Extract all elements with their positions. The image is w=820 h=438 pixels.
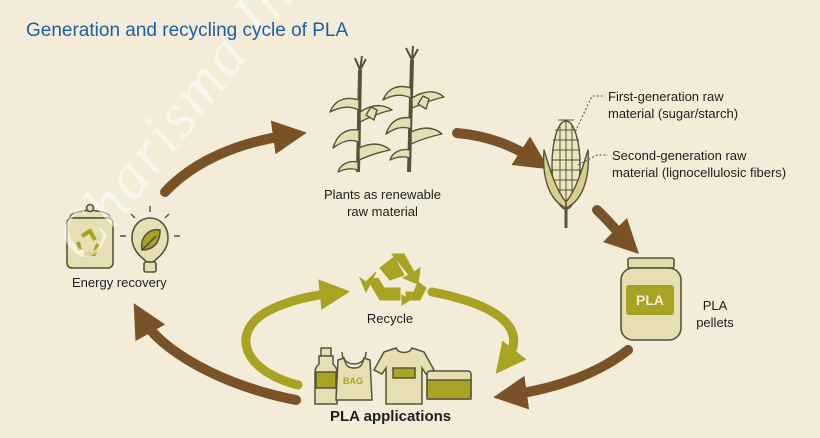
arrow-applications-to-energy bbox=[133, 303, 301, 405]
arrow-recycle-to-applications bbox=[427, 287, 527, 375]
pla-applications-label: PLA applications bbox=[330, 408, 452, 425]
plants-label: Plants as renewable raw material bbox=[315, 186, 450, 220]
arrow-corn-to-pellets bbox=[592, 205, 640, 255]
leader-lines bbox=[576, 95, 608, 166]
bag-icon bbox=[335, 351, 373, 401]
plants-label-line-2: raw material bbox=[347, 204, 418, 219]
first-gen-label-line-1: First-generation raw bbox=[608, 89, 724, 104]
pla-pellets-label-line-2: pellets bbox=[696, 315, 734, 330]
tray-icon bbox=[426, 370, 472, 400]
recycle-label: Recycle bbox=[366, 311, 414, 326]
energy-recovery-label: Energy recovery bbox=[72, 275, 167, 290]
page-title: Generation and recycling cycle of PLA bbox=[26, 20, 349, 41]
corn-plants-icon bbox=[329, 45, 445, 173]
tshirt-icon bbox=[372, 347, 436, 405]
bin-icon bbox=[66, 203, 114, 269]
plants-label-line-1: Plants as renewable bbox=[323, 187, 442, 202]
first-gen-label-line-2: material (sugar/starch) bbox=[608, 106, 739, 121]
second-gen-label-line-2: material (lignocellulosic fibers) bbox=[612, 165, 787, 180]
lightbulb-icon bbox=[120, 206, 180, 273]
first-gen-label: First-generation raw material (sugar/sta… bbox=[608, 88, 738, 122]
recycle-icon bbox=[358, 253, 427, 306]
arrow-pellets-to-applications bbox=[493, 345, 633, 410]
brown-cycle-arrows bbox=[133, 120, 640, 410]
second-gen-label: Second-generation raw material (lignocel… bbox=[612, 147, 786, 181]
pla-jar-icon bbox=[620, 257, 682, 341]
bag-label: BAG bbox=[343, 376, 363, 386]
arrow-applications-to-recycle bbox=[241, 279, 351, 390]
bottle-icon bbox=[314, 347, 338, 405]
recycle-loop-arrows bbox=[241, 279, 527, 390]
pla-pellets-label-line-1: PLA bbox=[702, 298, 728, 313]
corn-cob-icon bbox=[542, 119, 590, 228]
pla-jar-label: PLA bbox=[636, 292, 664, 308]
pla-pellets-label: PLA pellets bbox=[690, 297, 740, 331]
arrow-energy-to-plants bbox=[160, 120, 307, 197]
second-gen-label-line-1: Second-generation raw bbox=[612, 148, 747, 163]
arrow-plants-to-corn bbox=[452, 128, 550, 170]
